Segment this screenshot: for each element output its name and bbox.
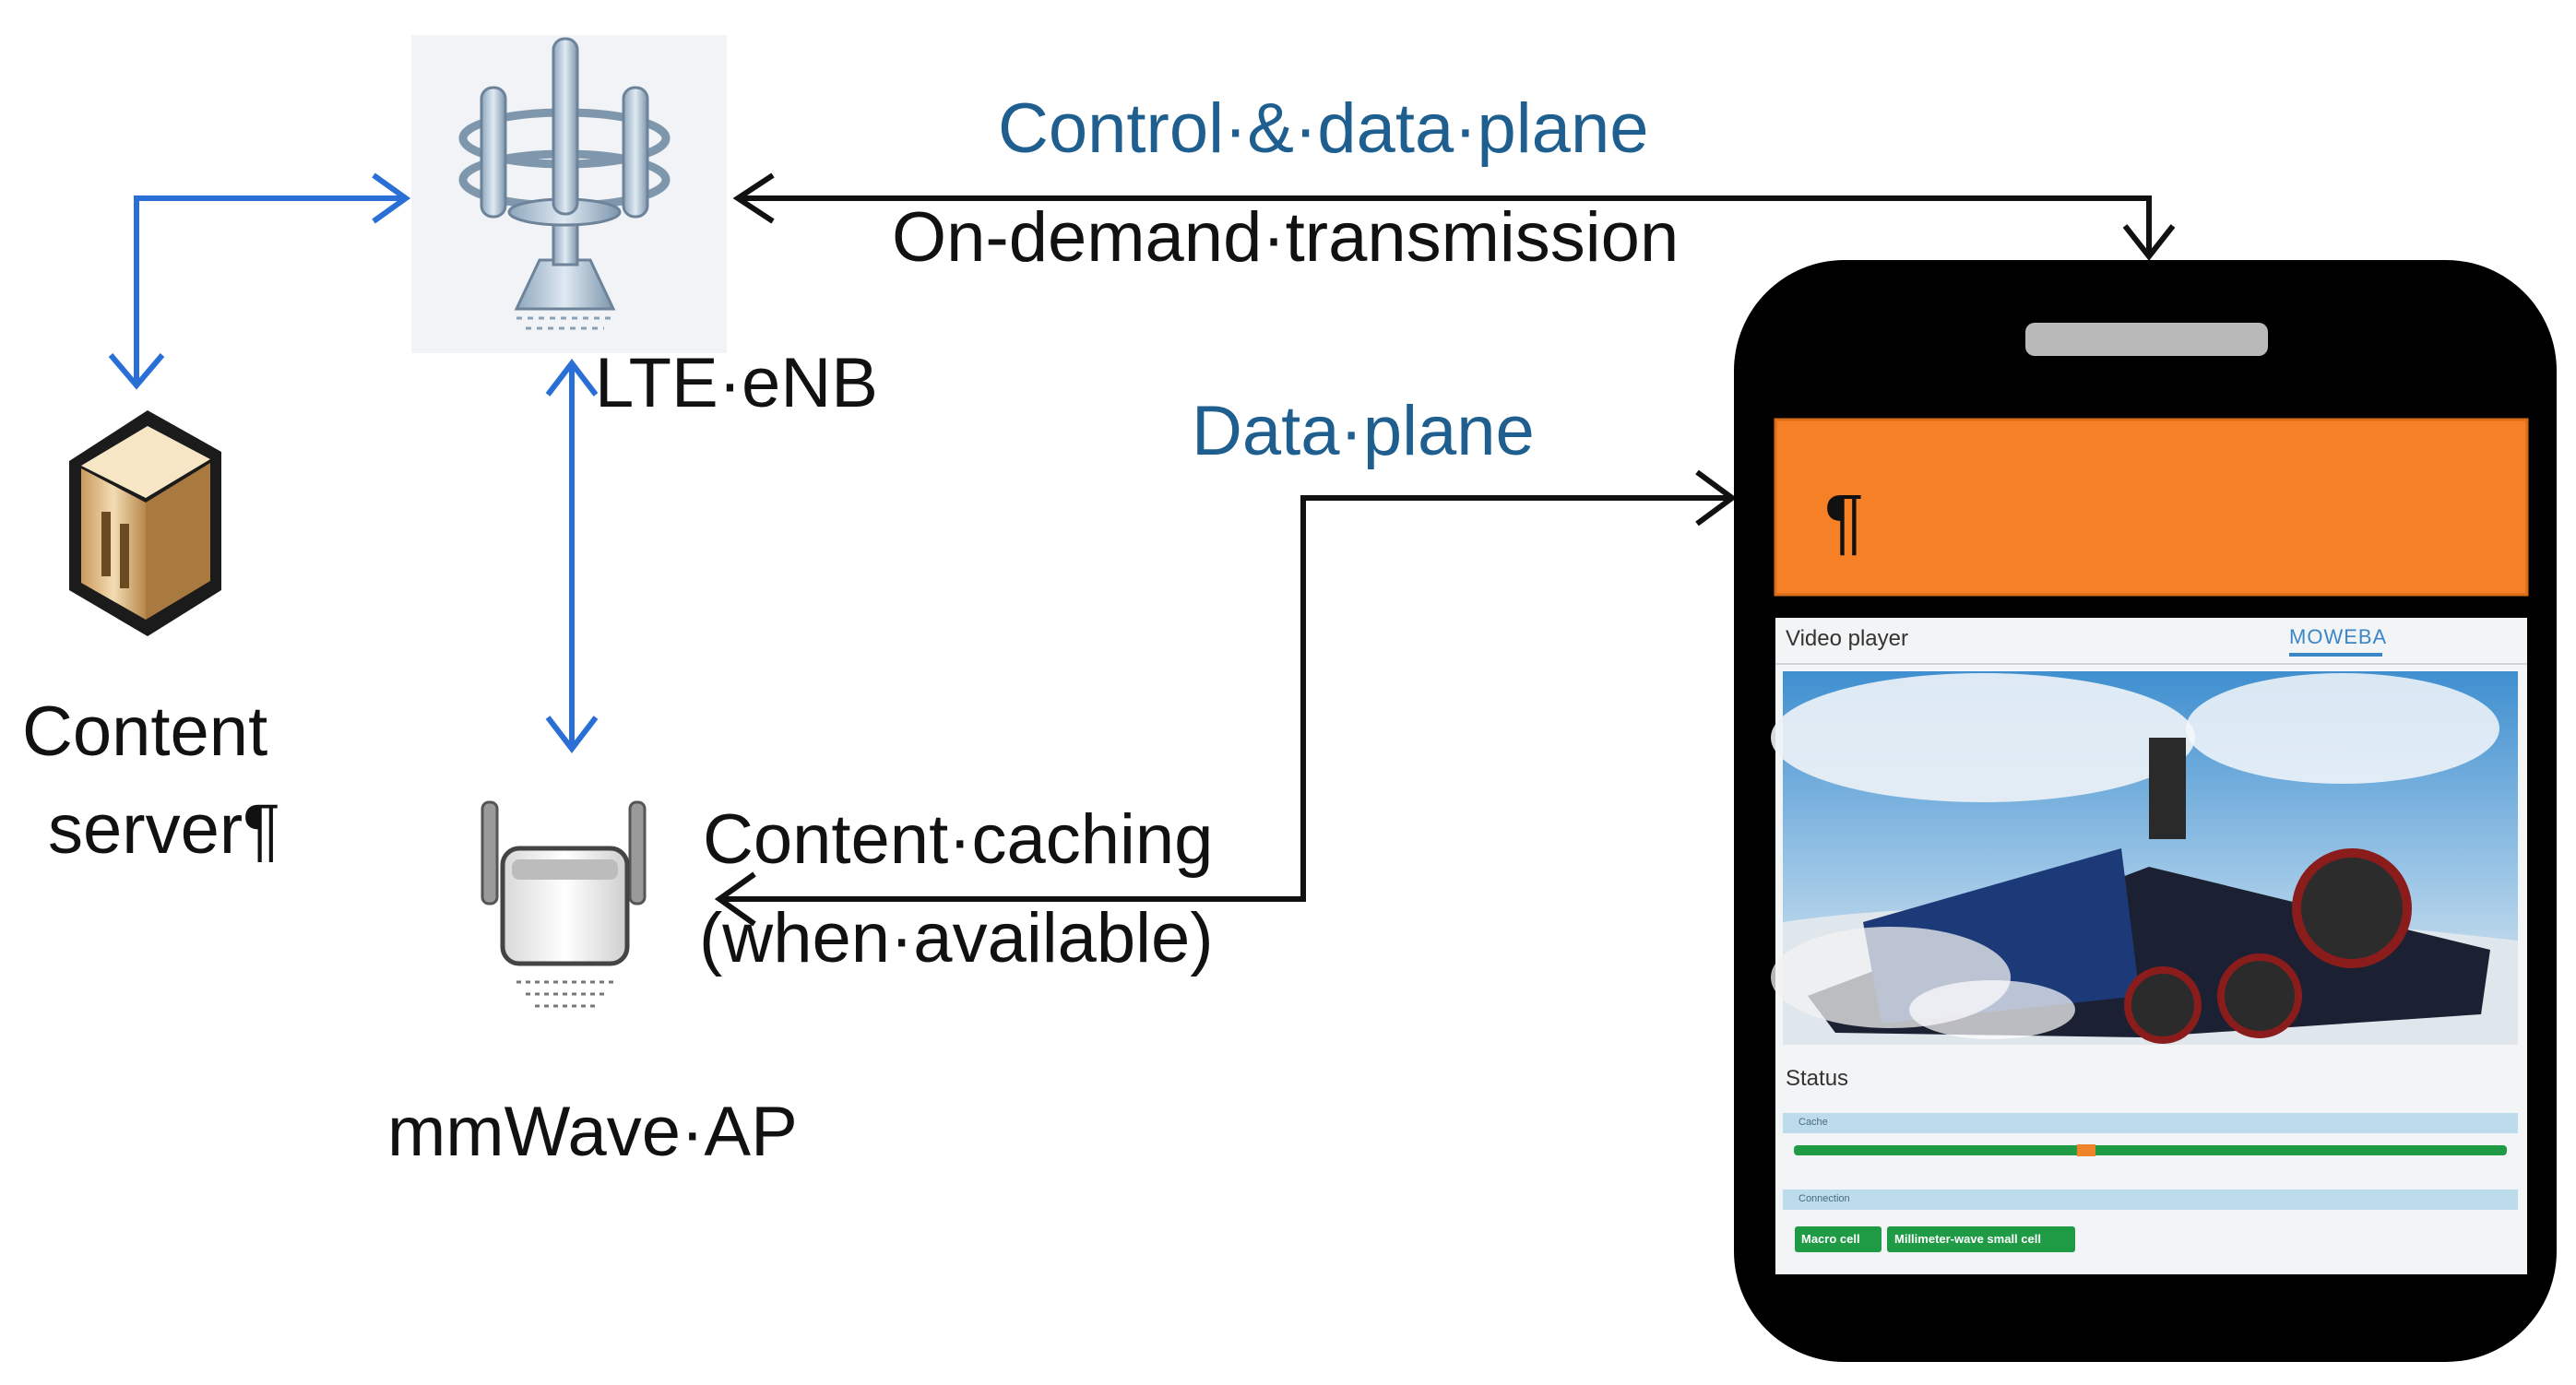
- data-plane-label: Data·plane: [1192, 392, 1535, 470]
- lte-enb-label: LTE·eNB: [595, 344, 878, 422]
- enb-phone-link: [732, 172, 2176, 261]
- mmwave-small-cell-button-label[interactable]: Millimeter-wave small cell: [1894, 1232, 2041, 1246]
- lte-enb-tower-icon: [411, 35, 727, 353]
- smartphone: [1734, 260, 2557, 1362]
- orange-banner: [1774, 418, 2529, 597]
- content-server-label-line2: server¶: [48, 790, 280, 869]
- mmwave-ap-icon: [481, 800, 647, 1008]
- cache-label: Cache: [1798, 1117, 1828, 1128]
- content-server-label-line1: Content: [22, 692, 268, 771]
- status-heading: Status: [1786, 1066, 1849, 1091]
- enb-mmwave-link: [545, 359, 599, 753]
- cache-header-bar: [1783, 1113, 2518, 1133]
- mmwave-ap-label: mmWave·AP: [387, 1093, 798, 1171]
- video-frame[interactable]: [1771, 671, 2518, 1045]
- server-enb-link: [108, 172, 411, 390]
- phone-mmwave-link: [714, 469, 1738, 927]
- connection-header-bar: [1783, 1190, 2518, 1210]
- mmwave-small-cell-button[interactable]: [1887, 1226, 2075, 1252]
- content-caching-label-line1: Content·caching: [703, 800, 1214, 879]
- cache-progress-track: [1794, 1145, 2507, 1155]
- moweba-logo: MOWEBA: [2289, 625, 2388, 648]
- macro-cell-button-label[interactable]: Macro cell: [1801, 1232, 1860, 1246]
- content-caching-label-line2: (when·available): [699, 899, 1214, 977]
- cache-progress-marker: [2076, 1144, 2095, 1156]
- control-data-plane-label: Control·&·data·plane: [998, 89, 1649, 168]
- phone-speaker: [2025, 323, 2268, 356]
- banner-text: ¶: [1824, 479, 1864, 562]
- connection-label: Connection: [1798, 1193, 1850, 1204]
- content-server-icon: [69, 410, 221, 636]
- app-title: Video player: [1786, 626, 1908, 651]
- on-demand-label: On-demand·transmission: [892, 198, 1680, 277]
- macro-cell-button[interactable]: [1795, 1226, 1882, 1252]
